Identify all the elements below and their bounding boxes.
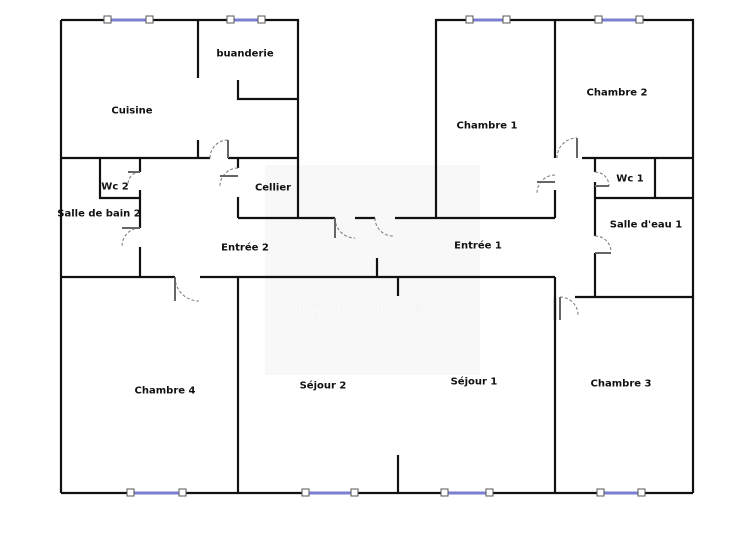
walls — [59, 18, 695, 495]
room-label-chambre-4: Chambre 4 — [134, 385, 196, 397]
room-label-wc1: Wc 1 — [616, 173, 644, 185]
door-swings — [121, 137, 612, 316]
window — [440, 488, 494, 497]
room-label-entree-1: Entrée 1 — [454, 240, 502, 252]
room-label-salle-de-bain-2: Salle de bain 2 — [57, 208, 141, 220]
room-label-cellier: Cellier — [254, 182, 292, 194]
room-label-chambre-3: Chambre 3 — [590, 378, 652, 390]
watermark-area — [265, 165, 480, 375]
door-leaves — [122, 138, 611, 320]
room-label-wc2: Wc 2 — [101, 181, 129, 193]
window — [596, 488, 646, 497]
window — [301, 488, 359, 497]
room-label-buanderie: buanderie — [216, 48, 274, 60]
window — [103, 15, 154, 24]
window — [126, 488, 187, 497]
window — [226, 15, 266, 24]
room-label-sejour-1: Séjour 1 — [450, 376, 498, 388]
room-label-chambre-2: Chambre 2 — [586, 87, 648, 99]
watermark-text: CÉSAR & BRUTUS — [282, 302, 462, 322]
room-label-cuisine: Cuisine — [111, 105, 153, 117]
window — [594, 15, 644, 24]
room-label-entree-2: Entrée 2 — [221, 242, 269, 254]
window — [465, 15, 511, 24]
room-label-salle-deau-1: Salle d'eau 1 — [609, 219, 683, 231]
room-label-sejour-2: Séjour 2 — [299, 380, 347, 392]
windows — [103, 15, 646, 497]
room-label-chambre-1: Chambre 1 — [456, 120, 518, 132]
